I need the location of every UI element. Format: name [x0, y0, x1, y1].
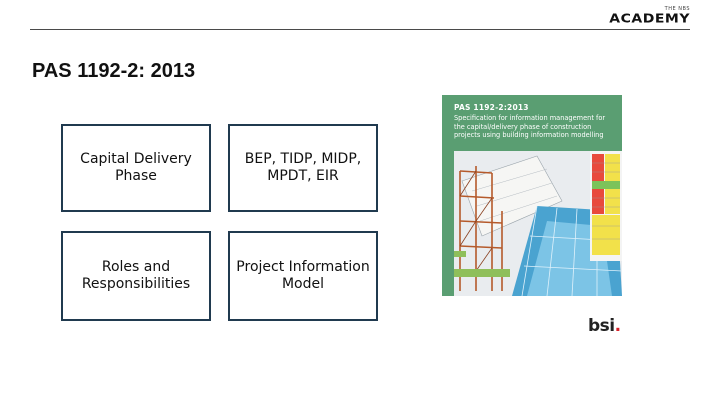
academy-logo: THE NBS ACADEMY [609, 6, 690, 26]
bsi-logo: bsi. [588, 316, 621, 336]
box-label: Capital Delivery Phase [80, 151, 192, 184]
pas-document-cover: PAS 1192-2:2013 Specification for inform… [442, 95, 622, 296]
box-label: Roles and Responsibilities [81, 259, 191, 292]
slide-title: PAS 1192-2: 2013 [32, 60, 196, 82]
box-label: Project Information Model [236, 259, 370, 292]
cover-header: PAS 1192-2:2013 Specification for inform… [454, 103, 616, 140]
box-capital-delivery-phase: Capital Delivery Phase [61, 124, 211, 212]
header-divider [30, 29, 690, 30]
box-bep-tidp-midp: BEP, TIDP, MIDP, MPDT, EIR [228, 124, 378, 212]
logo-small-text: THE NBS [664, 6, 690, 12]
cover-description: Specification for information management… [454, 114, 606, 139]
cover-code: PAS 1192-2:2013 [454, 103, 529, 112]
bsi-logo-dot: . [614, 316, 621, 336]
bsi-logo-text: bsi [588, 316, 615, 336]
box-roles-responsibilities: Roles and Responsibilities [61, 231, 211, 321]
logo-main-text: ACADEMY [609, 11, 690, 27]
box-project-information-model: Project Information Model [228, 231, 378, 321]
cover-illustration [442, 151, 622, 296]
box-label: BEP, TIDP, MIDP, MPDT, EIR [244, 151, 362, 184]
